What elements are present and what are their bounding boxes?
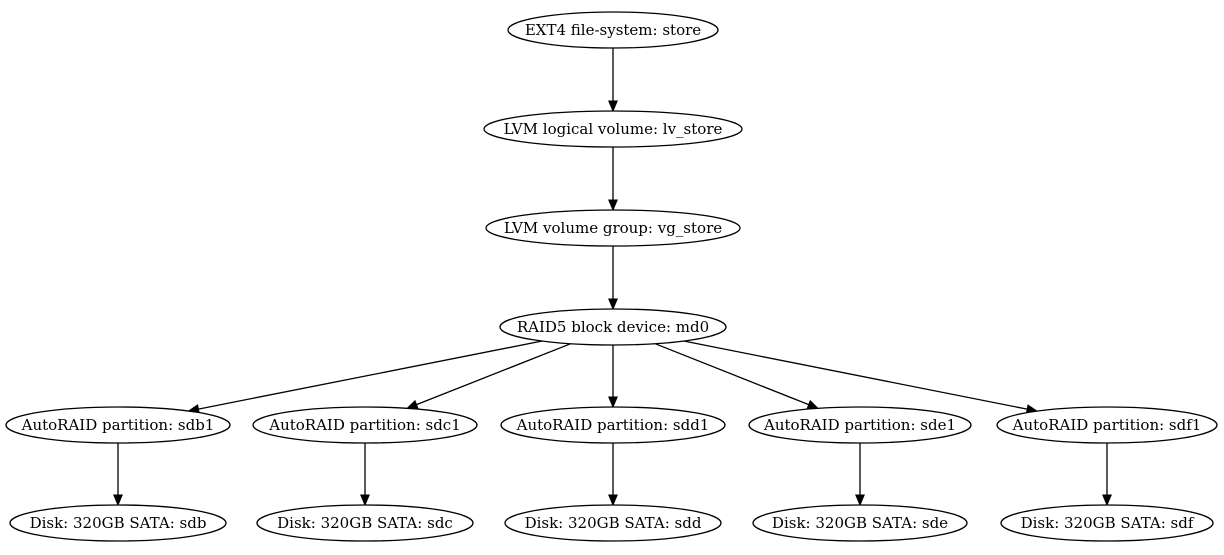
edge-sdf1-to-sdf	[1102, 443, 1112, 507]
edge-md0-to-sdb1	[187, 340, 543, 414]
node-ellipse	[252, 406, 478, 444]
edge-lv-to-vg	[608, 147, 618, 212]
edge-sdb1-to-sdb	[113, 443, 123, 507]
edge-sdd1-to-sdd	[608, 443, 618, 507]
node-ellipse	[996, 406, 1218, 444]
edge-sde1-to-sde	[855, 443, 865, 507]
arrowhead-icon	[855, 494, 865, 507]
node-label: Disk: 320GB SATA: sdf	[1021, 514, 1195, 532]
node-sdf: Disk: 320GB SATA: sdf	[1000, 504, 1214, 542]
edges-layer	[113, 48, 1112, 507]
node-label: LVM volume group: vg_store	[504, 219, 722, 237]
arrowhead-icon	[608, 396, 618, 409]
arrowhead-icon	[113, 494, 123, 507]
node-ellipse	[485, 209, 741, 247]
arrowhead-icon	[608, 100, 618, 113]
node-sde1: AutoRAID partition: sde1	[748, 406, 972, 444]
arrowhead-icon	[1102, 494, 1112, 507]
edge-sdc1-to-sdc	[360, 443, 370, 507]
node-label: RAID5 block device: md0	[517, 318, 709, 336]
edge-line	[416, 343, 571, 406]
node-ellipse	[483, 110, 743, 148]
arrowhead-icon	[360, 494, 370, 507]
node-sde: Disk: 320GB SATA: sde	[752, 504, 968, 542]
node-sdd: Disk: 320GB SATA: sdd	[504, 504, 722, 542]
node-ellipse	[5, 406, 231, 444]
node-sdb: Disk: 320GB SATA: sdb	[9, 504, 227, 542]
edge-md0-to-sdd1	[608, 345, 618, 409]
node-label: EXT4 file-system: store	[525, 21, 701, 39]
node-label: Disk: 320GB SATA: sdc	[277, 514, 453, 532]
node-label: Disk: 320GB SATA: sdb	[30, 514, 207, 532]
node-label: AutoRAID partition: sde1	[763, 416, 956, 434]
edge-md0-to-sdf1	[683, 340, 1039, 414]
node-ellipse	[499, 308, 727, 346]
arrowhead-icon	[608, 298, 618, 311]
node-ellipse	[256, 504, 474, 542]
edge-md0-to-sdc1	[405, 343, 571, 410]
node-label: Disk: 320GB SATA: sde	[772, 514, 948, 532]
node-label: AutoRAID partition: sdc1	[268, 416, 461, 434]
edge-md0-to-sde1	[654, 343, 820, 410]
node-ellipse	[500, 406, 726, 444]
node-sdb1: AutoRAID partition: sdb1	[5, 406, 231, 444]
node-sdd1: AutoRAID partition: sdd1	[500, 406, 726, 444]
edge-line	[198, 340, 543, 410]
node-label: AutoRAID partition: sdb1	[21, 416, 215, 434]
node-label: LVM logical volume: lv_store	[504, 120, 723, 138]
node-vg: LVM volume group: vg_store	[485, 209, 741, 247]
node-sdc1: AutoRAID partition: sdc1	[252, 406, 478, 444]
node-fs: EXT4 file-system: store	[507, 11, 719, 49]
node-lv: LVM logical volume: lv_store	[483, 110, 743, 148]
edge-fs-to-lv	[608, 48, 618, 113]
arrowhead-icon	[405, 399, 419, 410]
node-label: Disk: 320GB SATA: sdd	[525, 514, 702, 532]
arrowhead-icon	[608, 199, 618, 212]
node-ellipse	[507, 11, 719, 49]
node-ellipse	[504, 504, 722, 542]
arrowhead-icon	[608, 494, 618, 507]
node-ellipse	[752, 504, 968, 542]
node-ellipse	[9, 504, 227, 542]
arrowhead-icon	[806, 399, 820, 410]
edge-line	[683, 340, 1028, 410]
edge-vg-to-md0	[608, 246, 618, 311]
node-md0: RAID5 block device: md0	[499, 308, 727, 346]
node-sdc: Disk: 320GB SATA: sdc	[256, 504, 474, 542]
node-label: AutoRAID partition: sdf1	[1012, 416, 1202, 434]
node-sdf1: AutoRAID partition: sdf1	[996, 406, 1218, 444]
edge-line	[654, 343, 809, 406]
node-ellipse	[1000, 504, 1214, 542]
node-label: AutoRAID partition: sdd1	[516, 416, 710, 434]
node-ellipse	[748, 406, 972, 444]
